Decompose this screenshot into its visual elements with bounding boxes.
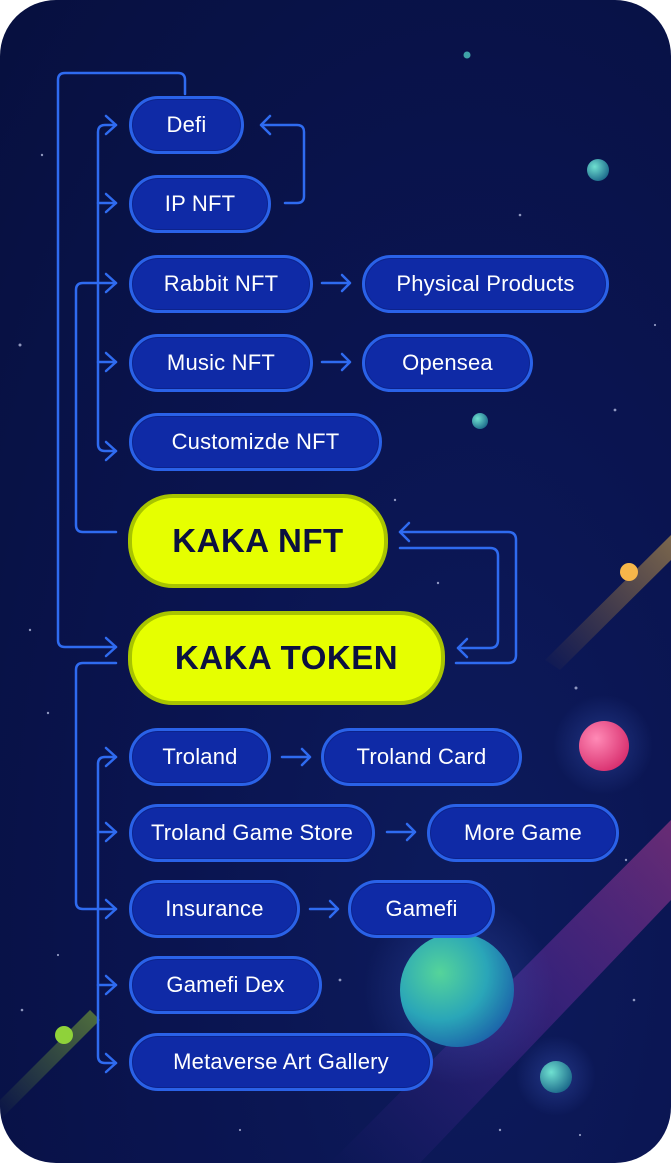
node-music-nft[interactable]: Music NFT: [129, 334, 313, 392]
node-physical-products-label: Physical Products: [396, 271, 575, 296]
node-gamefi-dex-label: Gamefi Dex: [166, 972, 285, 997]
planet-green: [55, 1026, 73, 1044]
node-metaverse-art-gallery-label: Metaverse Art Gallery: [173, 1049, 389, 1074]
planet-mid: [472, 413, 488, 429]
node-kaka-nft-label: KAKA NFT: [172, 522, 344, 559]
node-metaverse-art-gallery[interactable]: Metaverse Art Gallery: [129, 1033, 433, 1091]
line-token-left: [74, 661, 118, 911]
node-gamefi-dex[interactable]: Gamefi Dex: [129, 956, 322, 1014]
line-defi-to-token: [56, 71, 187, 649]
node-troland-label: Troland: [162, 744, 238, 769]
arrow-head-defi-right: [259, 114, 272, 136]
arrow-insurance-gamefi: [308, 899, 340, 919]
planet-pink: [579, 721, 629, 771]
node-gamefi-label: Gamefi: [385, 896, 458, 921]
planet-large: [400, 933, 514, 1047]
node-ip-nft-label: IP NFT: [164, 191, 236, 216]
node-troland-card-label: Troland Card: [356, 744, 487, 769]
line-token-to-nft: [398, 530, 518, 665]
arrow-head-token-left: [104, 636, 118, 658]
node-customized-nft-label: Customizde NFT: [171, 429, 340, 454]
node-kaka-token[interactable]: KAKA TOKEN: [128, 611, 445, 705]
node-ip-nft[interactable]: IP NFT: [129, 175, 271, 233]
node-opensea[interactable]: Opensea: [362, 334, 533, 392]
arrow-troland-card: [280, 747, 312, 767]
node-troland-card[interactable]: Troland Card: [321, 728, 522, 786]
node-gamefi[interactable]: Gamefi: [348, 880, 495, 938]
planet-small: [540, 1061, 572, 1093]
node-troland-game-store[interactable]: Troland Game Store: [129, 804, 375, 862]
node-kaka-nft[interactable]: KAKA NFT: [128, 494, 388, 588]
node-more-game[interactable]: More Game: [427, 804, 619, 862]
planet-top: [587, 159, 609, 181]
planet-orange: [620, 563, 638, 581]
node-physical-products[interactable]: Physical Products: [362, 255, 609, 313]
arrow-music-opensea: [320, 352, 352, 372]
node-rabbit-nft-label: Rabbit NFT: [163, 271, 279, 296]
node-music-nft-label: Music NFT: [166, 350, 276, 375]
node-opensea-label: Opensea: [402, 350, 493, 375]
line-ipnft-to-defi: [260, 123, 306, 205]
line-kakanft-left: [74, 281, 118, 534]
node-troland[interactable]: Troland: [129, 728, 271, 786]
node-kaka-token-label: KAKA TOKEN: [174, 639, 399, 676]
line-nft-to-token: [398, 546, 500, 650]
node-insurance-label: Insurance: [165, 896, 264, 921]
node-defi-label: Defi: [166, 112, 207, 137]
nft-spine: [96, 123, 118, 453]
node-insurance[interactable]: Insurance: [129, 880, 300, 938]
arrow-rabbit-physical: [320, 273, 352, 293]
token-spine: [96, 755, 118, 1065]
node-defi[interactable]: Defi: [129, 96, 244, 154]
node-troland-game-store-label: Troland Game Store: [150, 820, 354, 845]
node-more-game-label: More Game: [464, 820, 582, 845]
node-customized-nft[interactable]: Customizde NFT: [129, 413, 382, 471]
node-rabbit-nft[interactable]: Rabbit NFT: [129, 255, 313, 313]
arrow-store-moregame: [385, 822, 417, 842]
